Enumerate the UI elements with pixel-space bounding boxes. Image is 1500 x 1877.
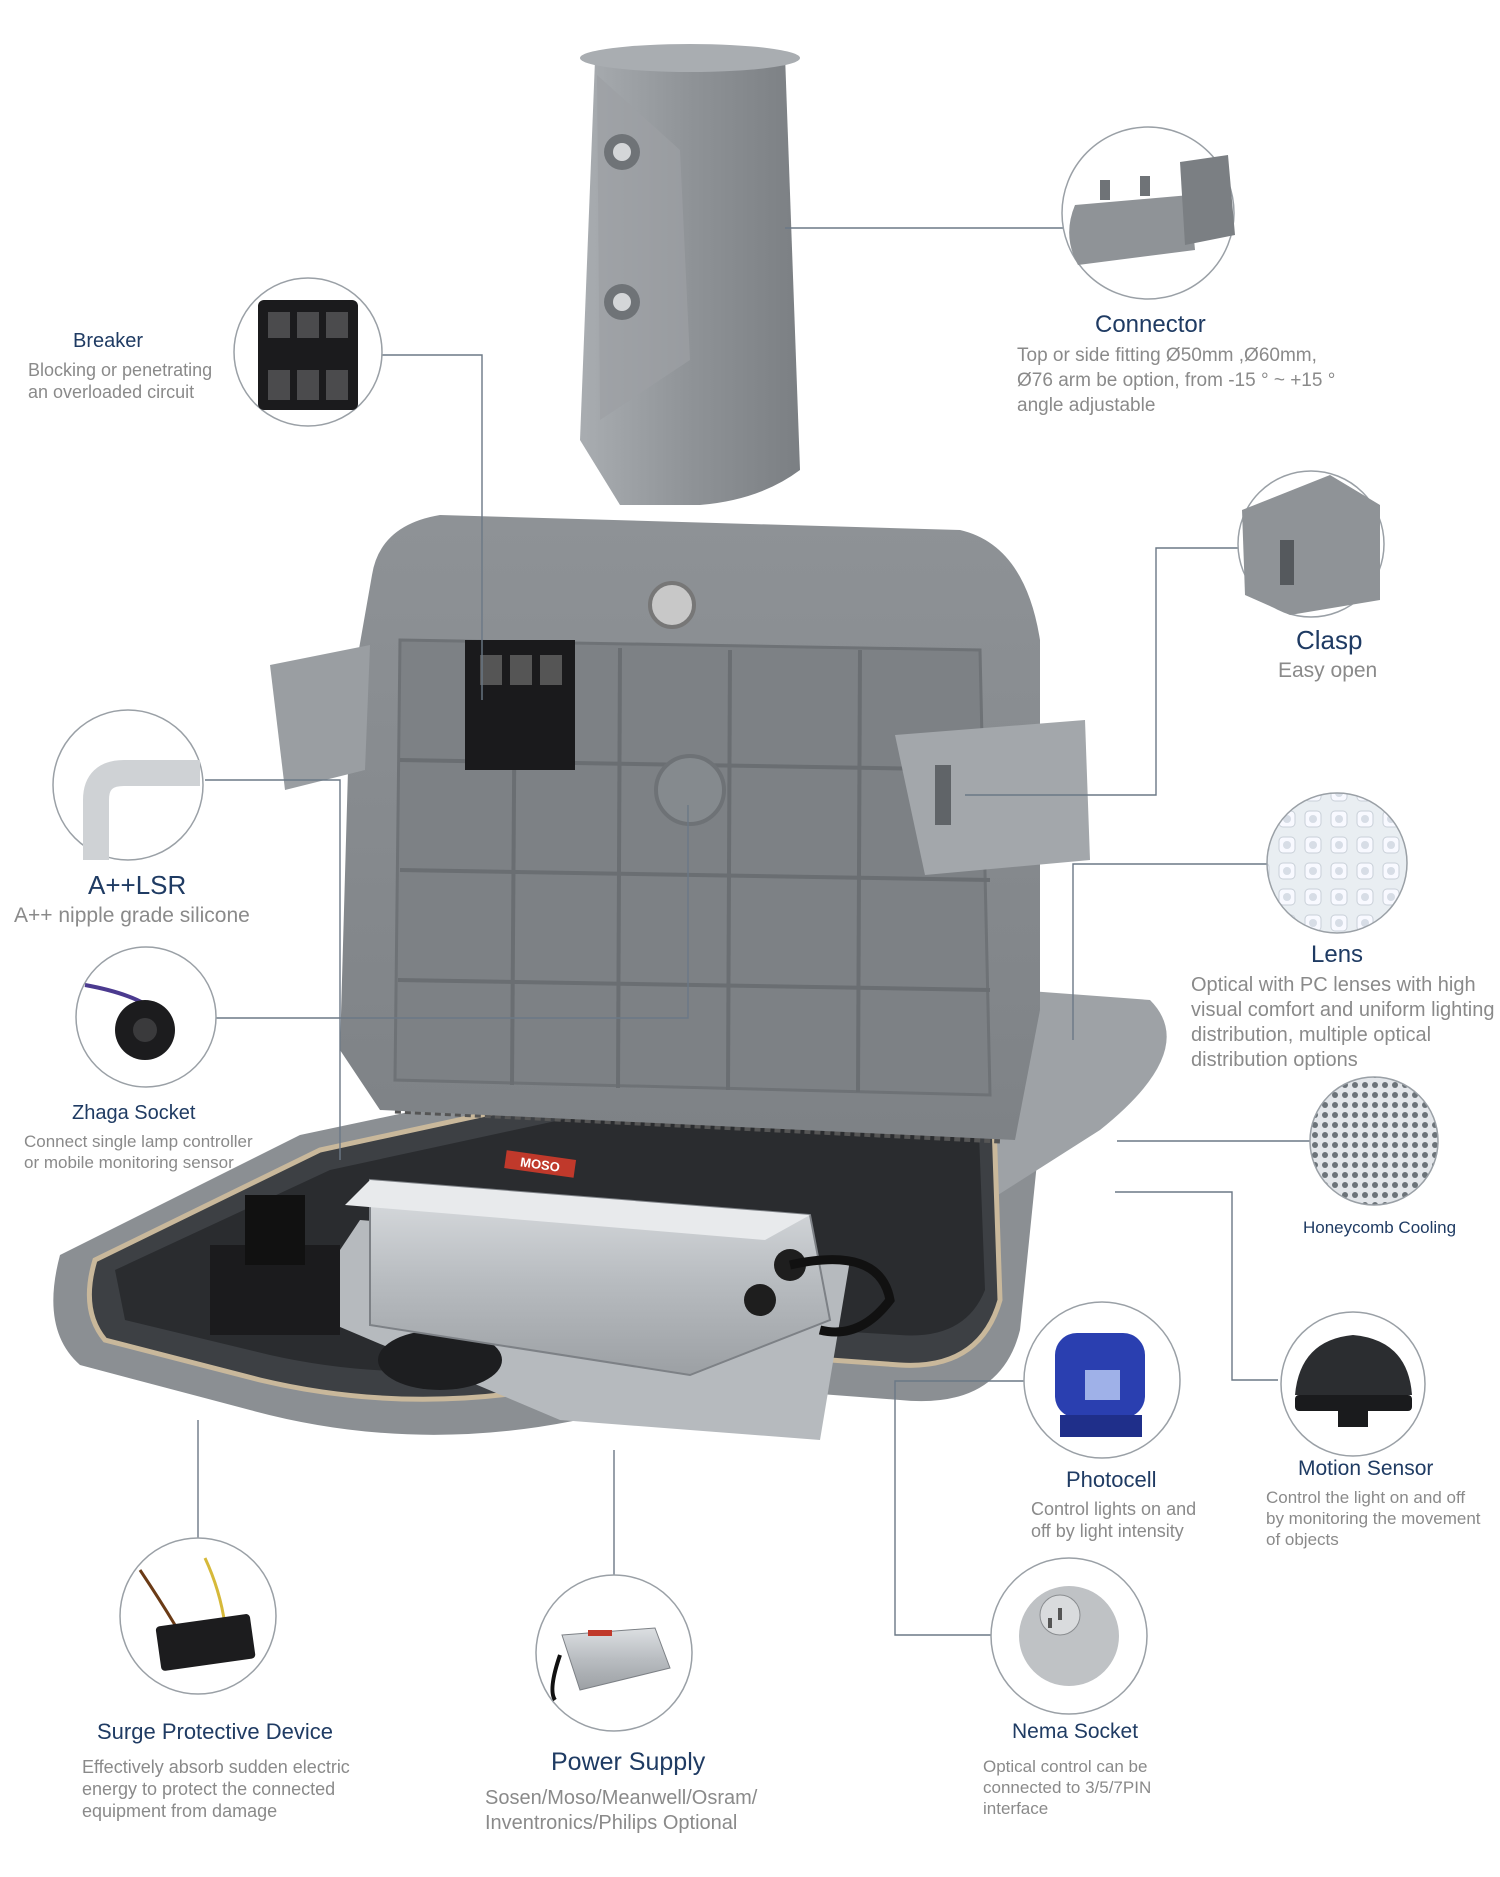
honeycomb-detail-circle [1309,1076,1439,1206]
lens-desc-line: distribution options [1191,1049,1358,1071]
callout-a-lsr: A++LSR A++ nipple grade silicone [14,869,250,929]
leader-zhaga [215,805,689,1019]
callout-breaker: Breaker Blocking or penetrating an overl… [28,327,212,403]
breaker-desc-line: Blocking or penetrating [28,360,213,380]
callout-power: Power Supply Sosen/Moso/Meanwell/Osram/ … [485,1748,757,1836]
callout-photocell: Photocell Control lights on and off by l… [1031,1466,1196,1542]
motion-title: Motion Sensor [1298,1457,1434,1480]
motion-desc-line: of objects [1266,1530,1339,1549]
clasp-title: Clasp [1296,625,1363,655]
photocell-title: Photocell [1066,1467,1157,1492]
zhaga-detail-circle [75,946,217,1088]
leader-breaker [380,354,483,700]
callout-clasp: Clasp Easy open [1278,624,1377,684]
nema-desc-line: connected to 3/5/7PIN [983,1778,1152,1797]
photocell-detail-circle [1023,1301,1181,1459]
leader-photocell [894,1380,1028,1636]
driver-box: MOSO [345,1150,895,1377]
leader-a-lsr [205,779,341,1160]
motion-sensor-detail-circle [1280,1311,1426,1457]
surge-desc-line: energy to protect the connected [82,1779,336,1799]
motion-desc-line: Control the light on and off [1266,1488,1466,1507]
power-supply-detail-circle [535,1574,693,1732]
a-lsr-title: A++LSR [88,870,187,900]
a-lsr-detail-circle [52,709,204,861]
power-desc-line: Inventronics/Philips Optional [485,1812,738,1834]
connector-desc-line: angle adjustable [1017,395,1156,416]
lens-desc-line: Optical with PC lenses with high [1191,974,1476,996]
connector-title: Connector [1095,311,1206,338]
honeycomb-title: Honeycomb Cooling [1303,1218,1457,1237]
breaker-desc-line: an overloaded circuit [28,382,195,402]
connector-desc-line: Top or side fitting Ø50mm ,Ø60mm, [1017,345,1317,366]
power-title: Power Supply [551,1748,706,1776]
surge-detail-circle [119,1537,277,1695]
callout-surge: Surge Protective Device Effectively abso… [82,1718,350,1822]
surge-title: Surge Protective Device [97,1719,333,1744]
breaker-detail-circle [233,277,383,427]
motion-desc-line: by monitoring the movement [1266,1509,1481,1528]
nema-detail-circle [990,1557,1148,1715]
callout-motion: Motion Sensor Control the light on and o… [1266,1455,1481,1550]
power-desc-line: Sosen/Moso/Meanwell/Osram/ [485,1787,758,1809]
nema-desc-line: Optical control can be [983,1757,1148,1776]
photocell-desc-line: off by light intensity [1031,1521,1184,1541]
callout-zhaga: Zhaga Socket Connect single lamp control… [24,1099,253,1173]
callout-connector: Connector Top or side fitting Ø50mm ,Ø60… [1017,311,1335,418]
callout-lens: Lens Optical with PC lenses with high vi… [1191,941,1494,1073]
connector-desc-line: Ø76 arm be option, from -15 ° ~ +15 ° [1017,370,1336,391]
callout-honeycomb: Honeycomb Cooling [1303,1214,1456,1242]
leader-clasp [965,547,1248,796]
zhaga-desc-line: or mobile monitoring sensor [24,1153,234,1172]
photocell-desc-line: Control lights on and [1031,1499,1197,1519]
lens-desc-line: distribution, multiple optical [1191,1024,1432,1046]
leader-lines [197,227,1312,1636]
clasp-desc-line: Easy open [1278,659,1378,682]
a-lsr-desc-line: A++ nipple grade silicone [14,904,250,927]
clasp-detail-circle [1237,470,1385,618]
zhaga-desc-line: Connect single lamp controller [24,1132,253,1151]
leader-motion [1115,1191,1278,1381]
lens-desc-line: visual comfort and uniform lighting [1191,999,1495,1021]
leader-lens [1072,863,1275,1040]
driver-brand-label: MOSO [519,1154,560,1174]
surge-desc-line: equipment from damage [82,1801,278,1821]
surge-desc-line: Effectively absorb sudden electric [82,1757,350,1777]
zhaga-title: Zhaga Socket [72,1102,196,1124]
nema-desc-line: interface [983,1799,1049,1818]
breaker-title: Breaker [73,330,144,352]
callout-nema: Nema Socket Optical control can be conne… [983,1718,1151,1819]
street-light-housing: MOSO [53,44,1167,1440]
connector-detail-circle [1061,126,1235,300]
nema-title: Nema Socket [1012,1720,1139,1743]
lens-detail-circle [1266,792,1408,934]
lens-title: Lens [1311,941,1364,968]
